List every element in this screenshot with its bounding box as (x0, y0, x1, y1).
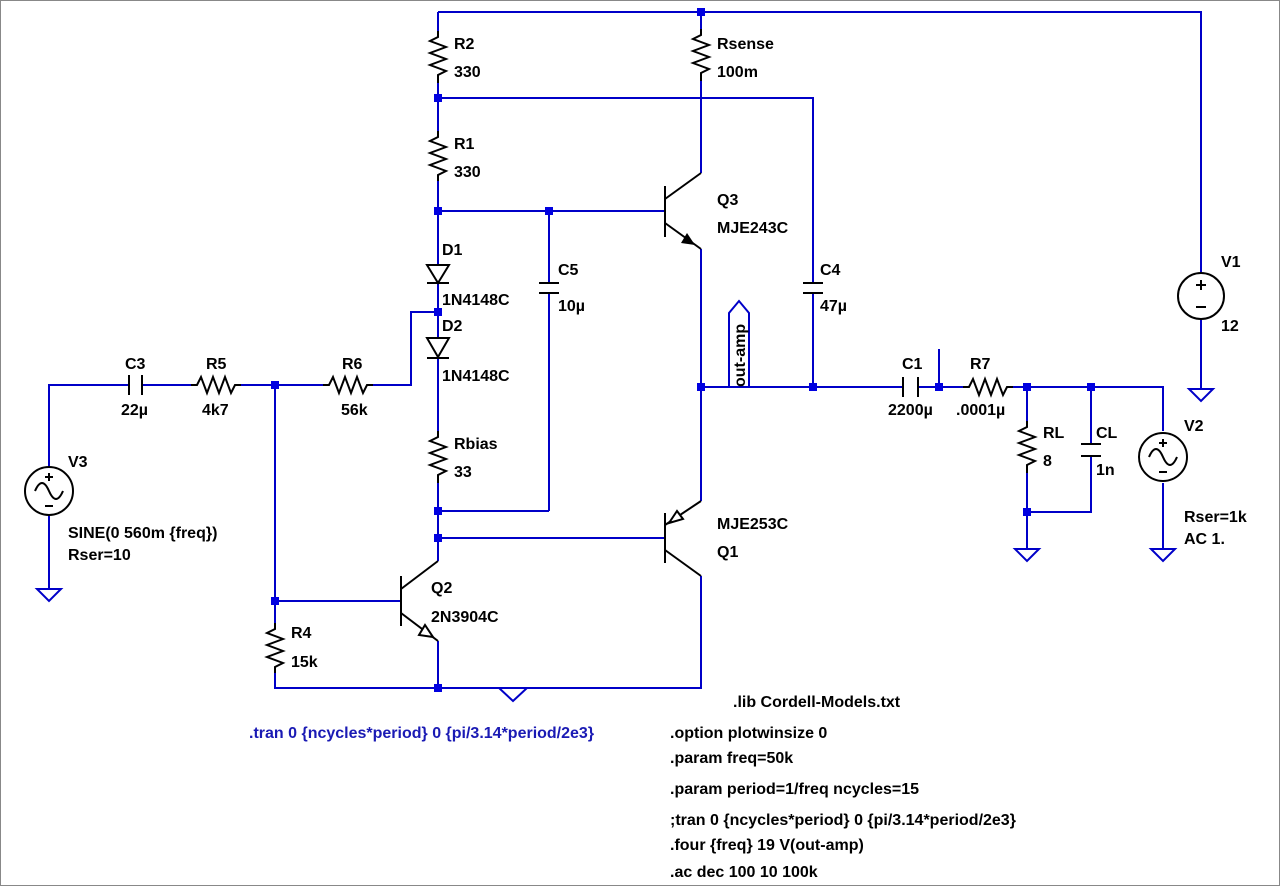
q3-model: MJE243C (717, 220, 789, 237)
directive-line[interactable]: .param freq=50k (670, 750, 793, 767)
directive-line[interactable]: ;tran 0 {ncycles*period} 0 {pi/3.14*peri… (670, 812, 1016, 829)
directive-line[interactable]: .param period=1/freq ncycles=15 (670, 781, 919, 798)
directive-line[interactable]: .option plotwinsize 0 (670, 725, 827, 742)
ground-v2-icon (1148, 548, 1178, 563)
rsense-resistor[interactable] (690, 29, 712, 81)
rsense-name: Rsense (717, 36, 774, 53)
v1-name: V1 (1221, 254, 1241, 271)
cl-name: CL (1096, 425, 1118, 442)
q1-transistor[interactable] (664, 500, 702, 577)
r6-value: 56k (341, 402, 368, 419)
v2-rser: Rser=1k (1184, 509, 1247, 526)
r2-name: R2 (454, 36, 475, 53)
directive-line[interactable]: .four {freq} 19 V(out-amp) (670, 837, 864, 854)
r7-value: .0001µ (956, 402, 1005, 419)
rl-resistor[interactable] (1016, 421, 1038, 473)
q2-name: Q2 (431, 580, 452, 597)
q1-model: MJE253C (717, 516, 789, 533)
rl-value: 8 (1043, 453, 1052, 470)
directive-line[interactable]: .ac dec 100 10 100k (670, 864, 818, 881)
r5-resistor[interactable] (191, 374, 241, 396)
rsense-value: 100m (717, 64, 758, 81)
c4-name: C4 (820, 262, 841, 279)
ground-rl-icon (1012, 548, 1042, 563)
q2-model: 2N3904C (431, 609, 499, 626)
d2-diode[interactable] (425, 337, 451, 359)
r2-value: 330 (454, 64, 481, 81)
wires (48, 11, 1202, 689)
r5-name: R5 (206, 356, 227, 373)
ground-v3-icon (34, 588, 64, 603)
out-amp-net-flag[interactable]: out-amp (728, 299, 750, 387)
v2-source[interactable] (1138, 432, 1188, 482)
v3-name: V3 (68, 454, 88, 471)
tran-directive[interactable]: .tran 0 {ncycles*period} 0 {pi/3.14*peri… (249, 725, 594, 742)
component-labels: R2 330 Rsense 100m R1 330 Q3 MJE243C D1 … (68, 36, 1247, 671)
c1-capacitor[interactable] (902, 377, 919, 397)
r1-resistor[interactable] (427, 131, 449, 181)
c1-value: 2200µ (888, 402, 933, 419)
q1-name: Q1 (717, 544, 738, 561)
v2-ac: AC 1. (1184, 531, 1225, 548)
lib-directive[interactable]: .lib Cordell-Models.txt (733, 694, 901, 711)
d2-name: D2 (442, 318, 463, 335)
spice-directives[interactable]: .tran 0 {ncycles*period} 0 {pi/3.14*peri… (249, 694, 1016, 881)
rl-name: RL (1043, 425, 1065, 442)
r5-value: 4k7 (202, 402, 229, 419)
d1-name: D1 (442, 242, 463, 259)
cl-capacitor[interactable] (1081, 443, 1101, 457)
r7-name: R7 (970, 356, 991, 373)
d1-diode[interactable] (425, 264, 451, 285)
q2-transistor[interactable] (400, 560, 439, 642)
c3-capacitor[interactable] (128, 375, 143, 395)
r1-name: R1 (454, 136, 475, 153)
r4-name: R4 (291, 625, 312, 642)
rbias-value: 33 (454, 464, 472, 481)
c4-capacitor[interactable] (803, 282, 823, 294)
r4-value: 15k (291, 654, 318, 671)
v2-name: V2 (1184, 418, 1204, 435)
r4-resistor[interactable] (264, 623, 286, 673)
junctions (271, 8, 1095, 692)
r6-resistor[interactable] (323, 374, 373, 396)
d2-model: 1N4148C (442, 368, 510, 385)
c1-name: C1 (902, 356, 923, 373)
r6-name: R6 (342, 356, 363, 373)
v1-source[interactable] (1177, 272, 1225, 320)
ground-v1-icon (1186, 388, 1216, 403)
rbias-name: Rbias (454, 436, 498, 453)
v3-rser: Rser=10 (68, 547, 131, 564)
c5-name: C5 (558, 262, 579, 279)
out-amp-label: out-amp (732, 324, 749, 387)
d1-model: 1N4148C (442, 292, 510, 309)
c3-name: C3 (125, 356, 146, 373)
v1-value: 12 (1221, 318, 1239, 335)
rbias-resistor[interactable] (427, 431, 449, 483)
c3-value: 22µ (121, 402, 148, 419)
cl-value: 1n (1096, 462, 1115, 479)
c4-value: 47µ (820, 298, 847, 315)
r2-resistor[interactable] (427, 31, 449, 83)
v3-value: SINE(0 560m {freq}) (68, 525, 217, 542)
r1-value: 330 (454, 164, 481, 181)
c5-value: 10µ (558, 298, 585, 315)
r7-resistor[interactable] (963, 376, 1013, 398)
c5-capacitor[interactable] (539, 282, 559, 294)
ground-bottom-icon (496, 687, 530, 703)
q3-transistor[interactable] (664, 172, 702, 250)
q3-name: Q3 (717, 192, 738, 209)
v3-source[interactable] (24, 466, 74, 516)
